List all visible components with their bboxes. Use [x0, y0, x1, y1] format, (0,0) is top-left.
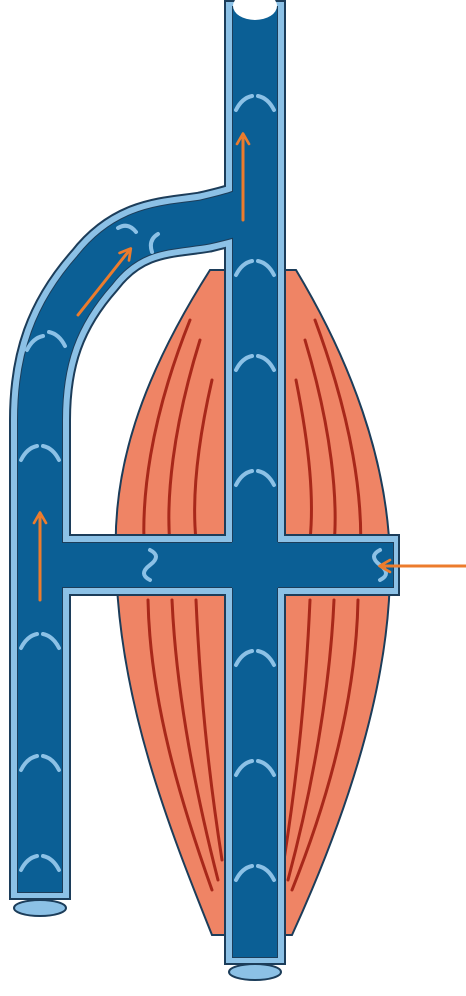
flow-arrows	[32, 132, 466, 602]
flow-arrow-superficial-upper	[76, 247, 133, 317]
vein-end-top	[233, 0, 277, 20]
vein-end-left	[13, 899, 67, 917]
vein-end-bottom	[228, 963, 282, 981]
vein-junction	[232, 542, 278, 588]
vein-network	[9, 0, 400, 981]
muscle-fibers	[142, 318, 363, 892]
